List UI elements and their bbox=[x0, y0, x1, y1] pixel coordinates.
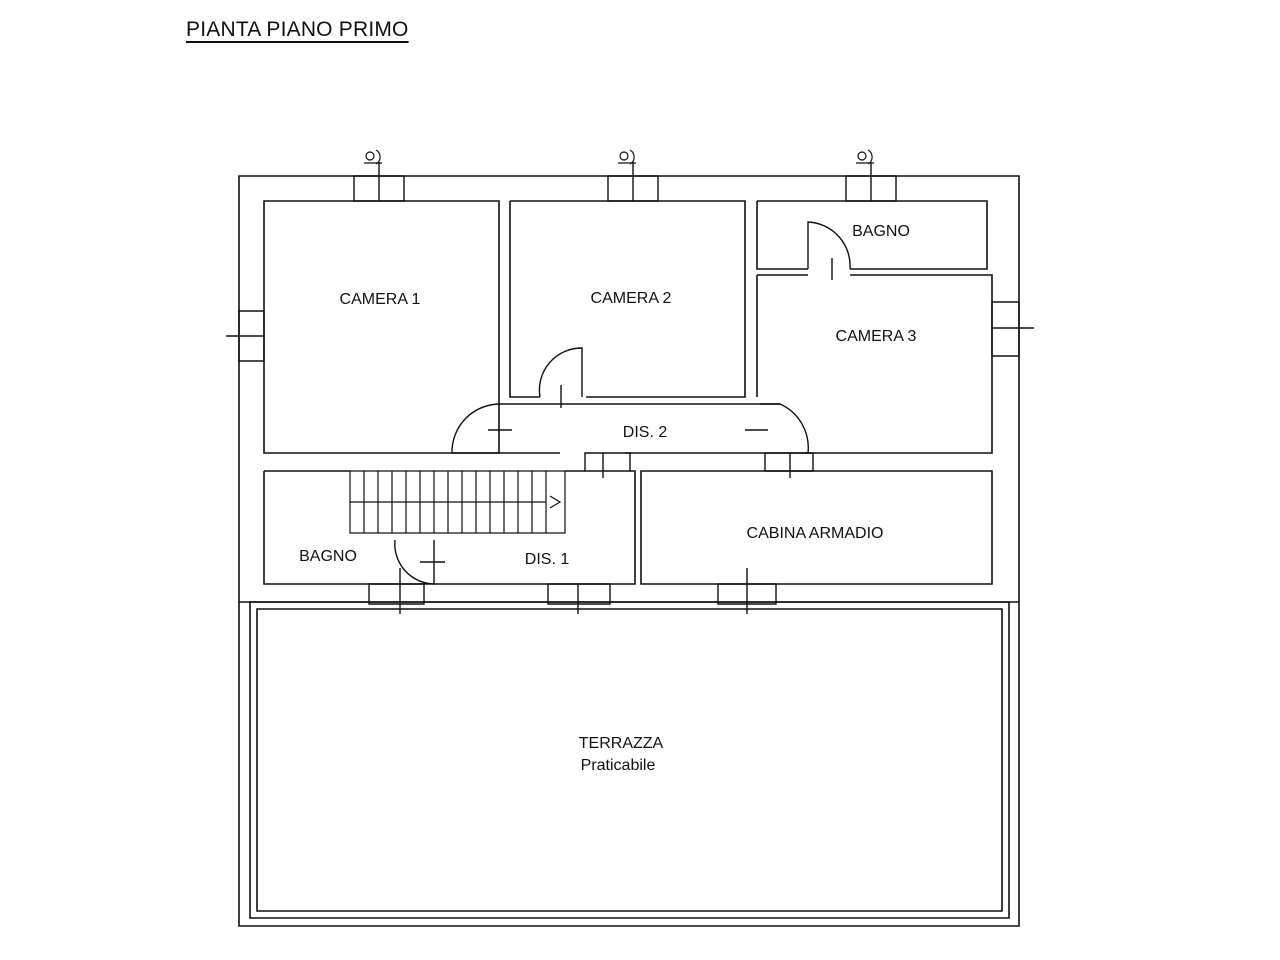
windows-top bbox=[354, 162, 896, 201]
door-swings bbox=[395, 222, 850, 584]
room-camera-3 bbox=[757, 275, 992, 453]
room-camera-1 bbox=[264, 201, 499, 453]
label-camera-1: CAMERA 1 bbox=[339, 291, 421, 308]
windows-terrace bbox=[369, 568, 776, 614]
label-terrazza-sub: Praticabile bbox=[580, 757, 656, 774]
corridor-dis-2 bbox=[500, 404, 780, 453]
windows-side bbox=[226, 302, 1034, 361]
label-cabina-armadio: CABINA ARMADIO bbox=[746, 525, 884, 542]
plan-title: PIANTA PIANO PRIMO bbox=[186, 18, 409, 41]
label-bagno-lower: BAGNO bbox=[299, 548, 357, 565]
label-camera-3: CAMERA 3 bbox=[835, 328, 917, 345]
label-dis-1: DIS. 1 bbox=[524, 551, 570, 568]
label-dis-2: DIS. 2 bbox=[622, 424, 668, 441]
light-symbols bbox=[364, 150, 874, 164]
door-leaf-marks bbox=[420, 258, 832, 562]
room-bagno-lower bbox=[264, 471, 635, 584]
room-cabina-armadio bbox=[641, 471, 992, 584]
stairs bbox=[350, 471, 565, 533]
terrace-railing-inner bbox=[257, 609, 1002, 911]
label-camera-2: CAMERA 2 bbox=[590, 290, 672, 307]
label-bagno-top: BAGNO bbox=[852, 223, 910, 240]
wall-openings bbox=[585, 453, 813, 478]
label-terrazza: TERRAZZA bbox=[578, 735, 664, 752]
